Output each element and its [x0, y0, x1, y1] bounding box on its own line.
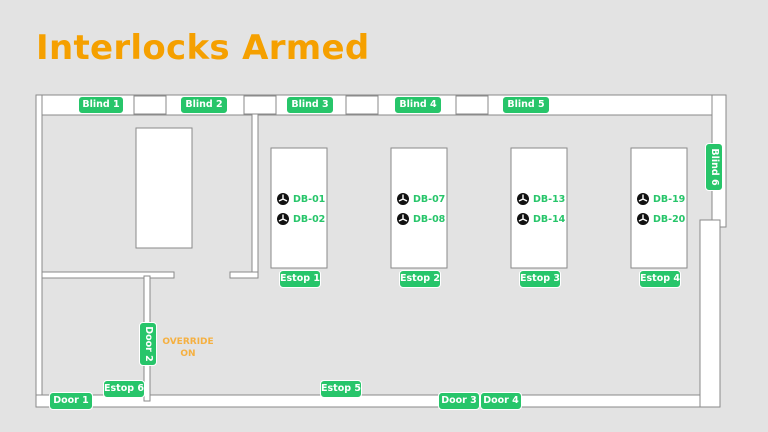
override-line-2: ON	[180, 349, 196, 359]
door-4-badge[interactable]: Door 4	[480, 392, 522, 410]
door-1-badge[interactable]: Door 1	[49, 392, 93, 410]
window-box	[455, 95, 489, 115]
device-label: DB-13	[533, 193, 566, 205]
device-db-07[interactable]: DB-07	[397, 191, 445, 207]
window-box	[345, 95, 379, 115]
machine-bay-4	[630, 147, 688, 269]
wall-right-lower	[699, 219, 721, 408]
device-db-19[interactable]: DB-19	[637, 191, 685, 207]
wall-interior-stub	[229, 271, 259, 279]
machine-bay-3	[510, 147, 568, 269]
blind-6-label: Blind 6	[709, 148, 720, 186]
machine-bay-1	[270, 147, 328, 269]
fan-icon	[397, 193, 409, 205]
device-label: DB-02	[293, 213, 326, 225]
wall-room-divider	[41, 271, 175, 279]
device-db-14[interactable]: DB-14	[517, 211, 565, 227]
device-label: DB-08	[413, 213, 446, 225]
estop-1-badge[interactable]: Estop 1	[279, 270, 321, 288]
wall-interior-vertical	[251, 111, 259, 279]
fan-icon	[277, 213, 289, 225]
device-db-01[interactable]: DB-01	[277, 191, 325, 207]
estop-5-badge[interactable]: Estop 5	[320, 380, 362, 398]
wall-left	[35, 94, 43, 408]
fan-icon	[637, 193, 649, 205]
blind-5-badge[interactable]: Blind 5	[502, 96, 550, 114]
device-db-20[interactable]: DB-20	[637, 211, 685, 227]
fan-icon	[517, 213, 529, 225]
device-label: DB-14	[533, 213, 566, 225]
device-label: DB-07	[413, 193, 446, 205]
blind-3-badge[interactable]: Blind 3	[286, 96, 334, 114]
window-box	[133, 95, 167, 115]
estop-2-badge[interactable]: Estop 2	[399, 270, 441, 288]
estop-6-badge[interactable]: Estop 6	[103, 380, 145, 398]
device-label: DB-20	[653, 213, 686, 225]
blind-2-badge[interactable]: Blind 2	[180, 96, 228, 114]
door-2-label: Door 2	[143, 326, 154, 362]
device-db-08[interactable]: DB-08	[397, 211, 445, 227]
fan-icon	[637, 213, 649, 225]
door-3-badge[interactable]: Door 3	[438, 392, 480, 410]
override-status: OVERRIDE ON	[162, 336, 214, 360]
equipment-cabinet	[135, 127, 193, 249]
estop-3-badge[interactable]: Estop 3	[519, 270, 561, 288]
door-2-badge[interactable]: Door 2	[139, 322, 157, 366]
device-db-13[interactable]: DB-13	[517, 191, 565, 207]
device-db-02[interactable]: DB-02	[277, 211, 325, 227]
fan-icon	[277, 193, 289, 205]
machine-bay-2	[390, 147, 448, 269]
page-title: Interlocks Armed	[36, 28, 370, 68]
window-box	[243, 95, 277, 115]
blind-6-badge[interactable]: Blind 6	[705, 143, 723, 191]
blind-4-badge[interactable]: Blind 4	[394, 96, 442, 114]
fan-icon	[397, 213, 409, 225]
device-label: DB-01	[293, 193, 326, 205]
fan-icon	[517, 193, 529, 205]
override-line-1: OVERRIDE	[162, 337, 214, 347]
device-label: DB-19	[653, 193, 686, 205]
blind-1-badge[interactable]: Blind 1	[78, 96, 124, 114]
estop-4-badge[interactable]: Estop 4	[639, 270, 681, 288]
